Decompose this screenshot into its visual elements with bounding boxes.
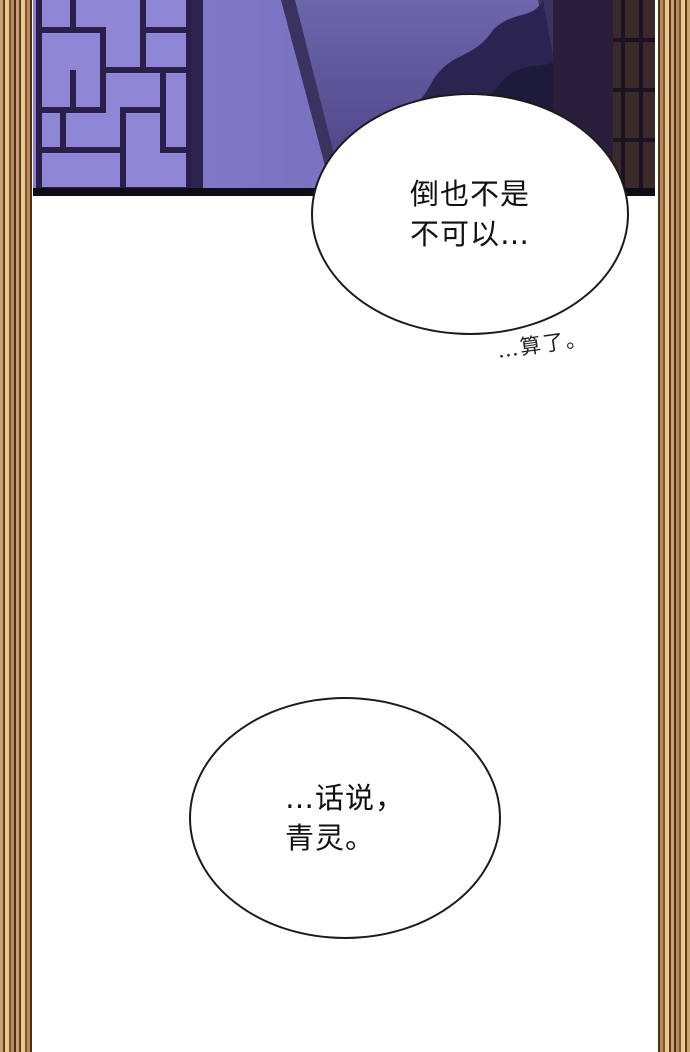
speech-bubble-bottom-text: …话说， 青灵。	[285, 778, 405, 858]
right-ornate-border	[658, 0, 690, 1052]
speech-line: 青灵。	[284, 821, 375, 855]
speech-bubble-bottom: …话说， 青灵。	[189, 697, 501, 939]
left-ornate-border	[0, 0, 32, 1052]
speech-line: 不可以…	[409, 217, 530, 251]
speech-line: 倒也不是	[409, 177, 530, 211]
speech-line: …话说，	[284, 781, 405, 815]
speech-bubble-top: 倒也不是 不可以…	[311, 93, 629, 335]
speech-bubble-top-text: 倒也不是 不可以…	[410, 174, 530, 254]
